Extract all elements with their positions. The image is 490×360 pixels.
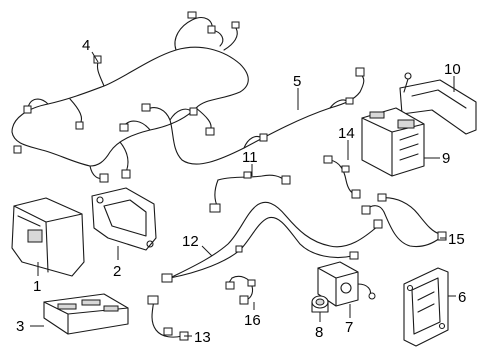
leader-lines [30, 51, 456, 337]
callout-15: 15 [448, 231, 465, 248]
part-2-bracket [91, 187, 157, 251]
part-13-small-harness [147, 295, 189, 341]
callout-11: 11 [242, 149, 258, 166]
callout-14: 14 [338, 125, 355, 142]
callout-9: 9 [442, 150, 450, 167]
part-4-chassis-harness [11, 11, 249, 183]
part-11-harness [209, 171, 291, 213]
callout-2: 2 [113, 263, 121, 280]
part-7-actuator [317, 261, 376, 307]
callout-3: 3 [16, 318, 24, 335]
part-8-sensor [311, 295, 329, 313]
part-3-control-module [43, 293, 129, 335]
callout-16: 16 [244, 312, 261, 329]
part-12-harness [161, 201, 383, 283]
leader-4 [91, 51, 99, 63]
part-15-harness [361, 193, 447, 248]
part-6-module [403, 267, 449, 347]
callout-10: 10 [444, 61, 461, 78]
callout-1: 1 [33, 278, 41, 295]
callout-12: 12 [182, 233, 199, 250]
callout-8: 8 [315, 324, 323, 341]
callout-6: 6 [458, 289, 466, 306]
part-1-module [11, 197, 85, 277]
callout-5: 5 [293, 73, 301, 90]
part-10-bracket [399, 72, 477, 135]
part-16-small-harness [225, 275, 256, 305]
callout-4: 4 [82, 37, 90, 54]
leader-12 [201, 245, 213, 257]
callout-labels: 1 2 3 4 5 6 7 8 9 10 11 12 13 14 15 16 [16, 37, 466, 346]
callout-13: 13 [194, 329, 211, 346]
part-14-small-harness [323, 155, 361, 199]
part-9-battery-module [361, 107, 425, 177]
part-5-harness [141, 67, 365, 165]
callout-7: 7 [345, 319, 353, 336]
